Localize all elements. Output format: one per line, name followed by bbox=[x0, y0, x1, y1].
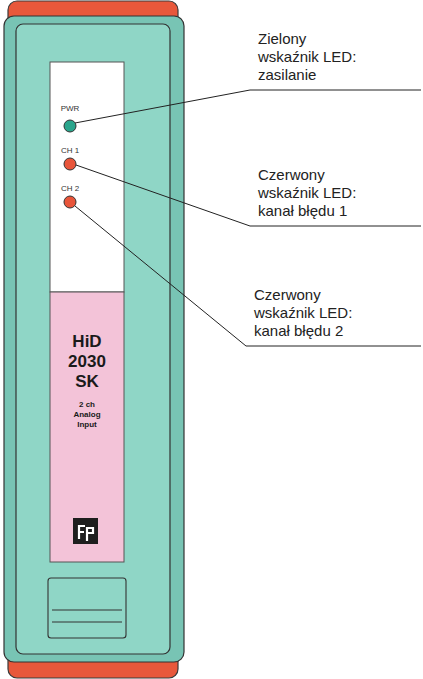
leader-line bbox=[76, 165, 421, 226]
led-label: CH 1 bbox=[50, 146, 90, 155]
leader-line bbox=[75, 206, 421, 346]
maker-logo-mark bbox=[79, 526, 93, 541]
front-panel bbox=[16, 24, 170, 654]
led-window: PWR CH 1 CH 2 bbox=[50, 62, 124, 292]
red-led bbox=[64, 158, 76, 170]
latch bbox=[48, 578, 126, 638]
led-window bbox=[50, 62, 124, 292]
callout-text: Czerwony wskaźnik LED: kanał błędu 1 bbox=[258, 166, 366, 220]
red-led bbox=[64, 196, 76, 208]
label-band: HiD 2030 SK 2 ch Analog Input bbox=[50, 292, 124, 562]
latch-lines bbox=[52, 610, 122, 622]
callout-text: Zielony wskaźnik LED: zasilanie bbox=[258, 30, 366, 84]
housing-side bbox=[4, 16, 184, 662]
green-led bbox=[64, 120, 76, 132]
led-label: CH 2 bbox=[50, 184, 90, 193]
leader-line bbox=[75, 90, 421, 123]
callout-text: Czerwony wskaźnik LED: kanał błędu 2 bbox=[254, 286, 362, 340]
maker-logo bbox=[73, 518, 98, 544]
label-band bbox=[50, 292, 124, 562]
housing-back bbox=[8, 1, 178, 678]
model-description: 2 ch Analog Input bbox=[69, 400, 105, 430]
led-label: PWR bbox=[50, 104, 90, 113]
model-name: HiD 2030 SK bbox=[57, 332, 117, 392]
